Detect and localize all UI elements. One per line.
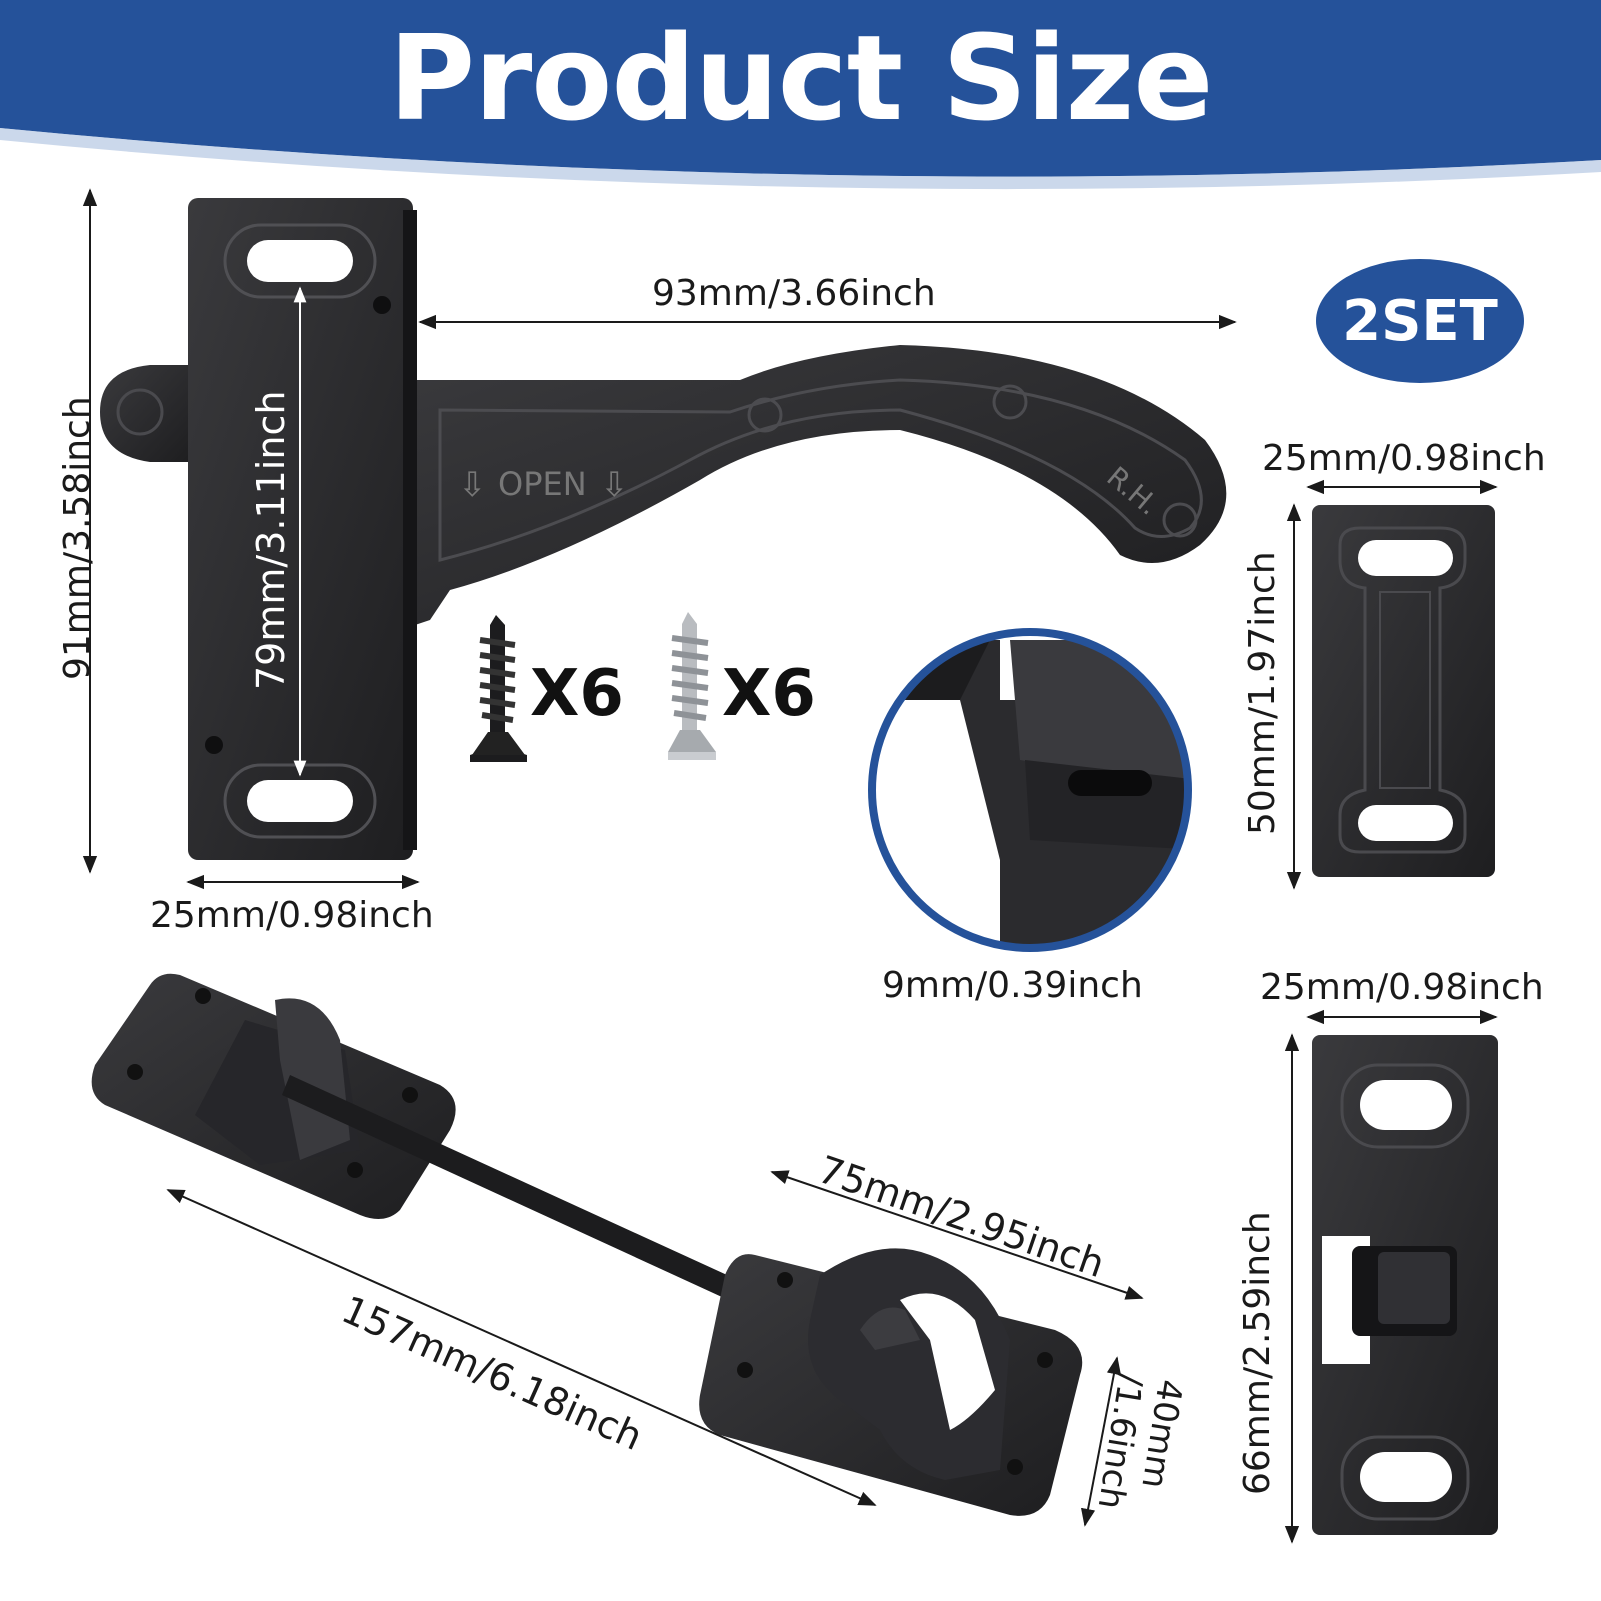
- latch-open-arrow-left: ⇩: [458, 465, 487, 505]
- striker-width-label: 25mm/0.98inch: [1262, 438, 1546, 479]
- striker-plate-illustration: [1312, 505, 1495, 877]
- latch-handle-length-label: 93mm/3.66inch: [652, 273, 936, 314]
- set-badge: [1316, 259, 1524, 383]
- dim-line-holder-clip-length: [770, 1170, 1144, 1300]
- silver-screw-quantity: X6: [722, 657, 816, 731]
- black-screw-quantity: X6: [530, 657, 624, 731]
- latch-height-label: 91mm/3.58inch: [57, 396, 98, 680]
- black-screw-icon: [470, 615, 527, 762]
- dim-line-holder-clip-width: [1080, 1356, 1122, 1527]
- thickness-detail-circle: [868, 628, 1192, 952]
- set-badge-label: 2SET: [1342, 289, 1498, 354]
- latch-plate-width-label: 25mm/0.98inch: [150, 895, 434, 936]
- page-title: Product Size: [388, 9, 1214, 147]
- keeper-height-label: 66mm/2.59inch: [1237, 1211, 1278, 1495]
- dim-line-holder-total: [166, 1189, 877, 1506]
- thickness-label: 9mm/0.39inch: [882, 965, 1143, 1006]
- latch-open-engraving: OPEN: [498, 465, 587, 503]
- latch-hole-spacing-label: 79mm/3.11inch: [249, 390, 293, 690]
- silver-screw-icon: [668, 612, 716, 760]
- striker-height-label: 50mm/1.97inch: [1242, 551, 1283, 835]
- latch-open-arrow-right: ⇩: [600, 465, 629, 505]
- keeper-width-label: 25mm/0.98inch: [1260, 967, 1544, 1008]
- header-banner: [0, 0, 1601, 177]
- header-banner-edge: [0, 128, 1601, 190]
- keeper-plate-illustration: [1312, 1035, 1498, 1535]
